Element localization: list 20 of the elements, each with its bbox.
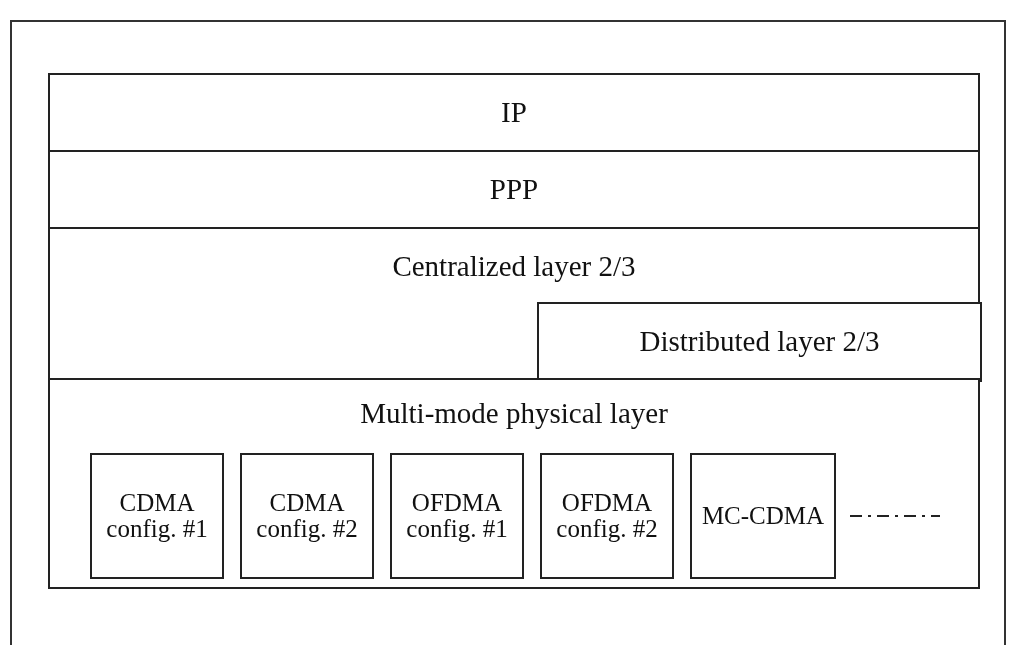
layer-name: Centralized layer 2/3 — [391, 251, 637, 283]
layer-name: OFDMA config. #1 — [405, 489, 509, 543]
mode-box — [540, 453, 674, 579]
layer-name: CDMA config. #2 — [255, 489, 359, 543]
layer-band — [48, 150, 980, 229]
layer-band — [48, 378, 980, 589]
mode-box — [90, 453, 224, 579]
sublayer-box — [537, 302, 982, 382]
mode-box — [690, 453, 836, 579]
layer-name: IP — [500, 96, 528, 129]
mode-box — [390, 453, 524, 579]
layer-name: CDMA config. #1 — [105, 489, 209, 543]
layer-name: OFDMA config. #2 — [555, 489, 659, 543]
layer-band — [48, 227, 980, 380]
layer-name: PPP — [488, 173, 540, 206]
layer-name: Multi-mode physical layer — [359, 398, 669, 430]
layer-band — [48, 73, 980, 152]
layer-name: Distributed layer 2/3 — [638, 326, 881, 358]
layer-name: MC-CDMA — [700, 502, 826, 530]
mode-box — [240, 453, 374, 579]
